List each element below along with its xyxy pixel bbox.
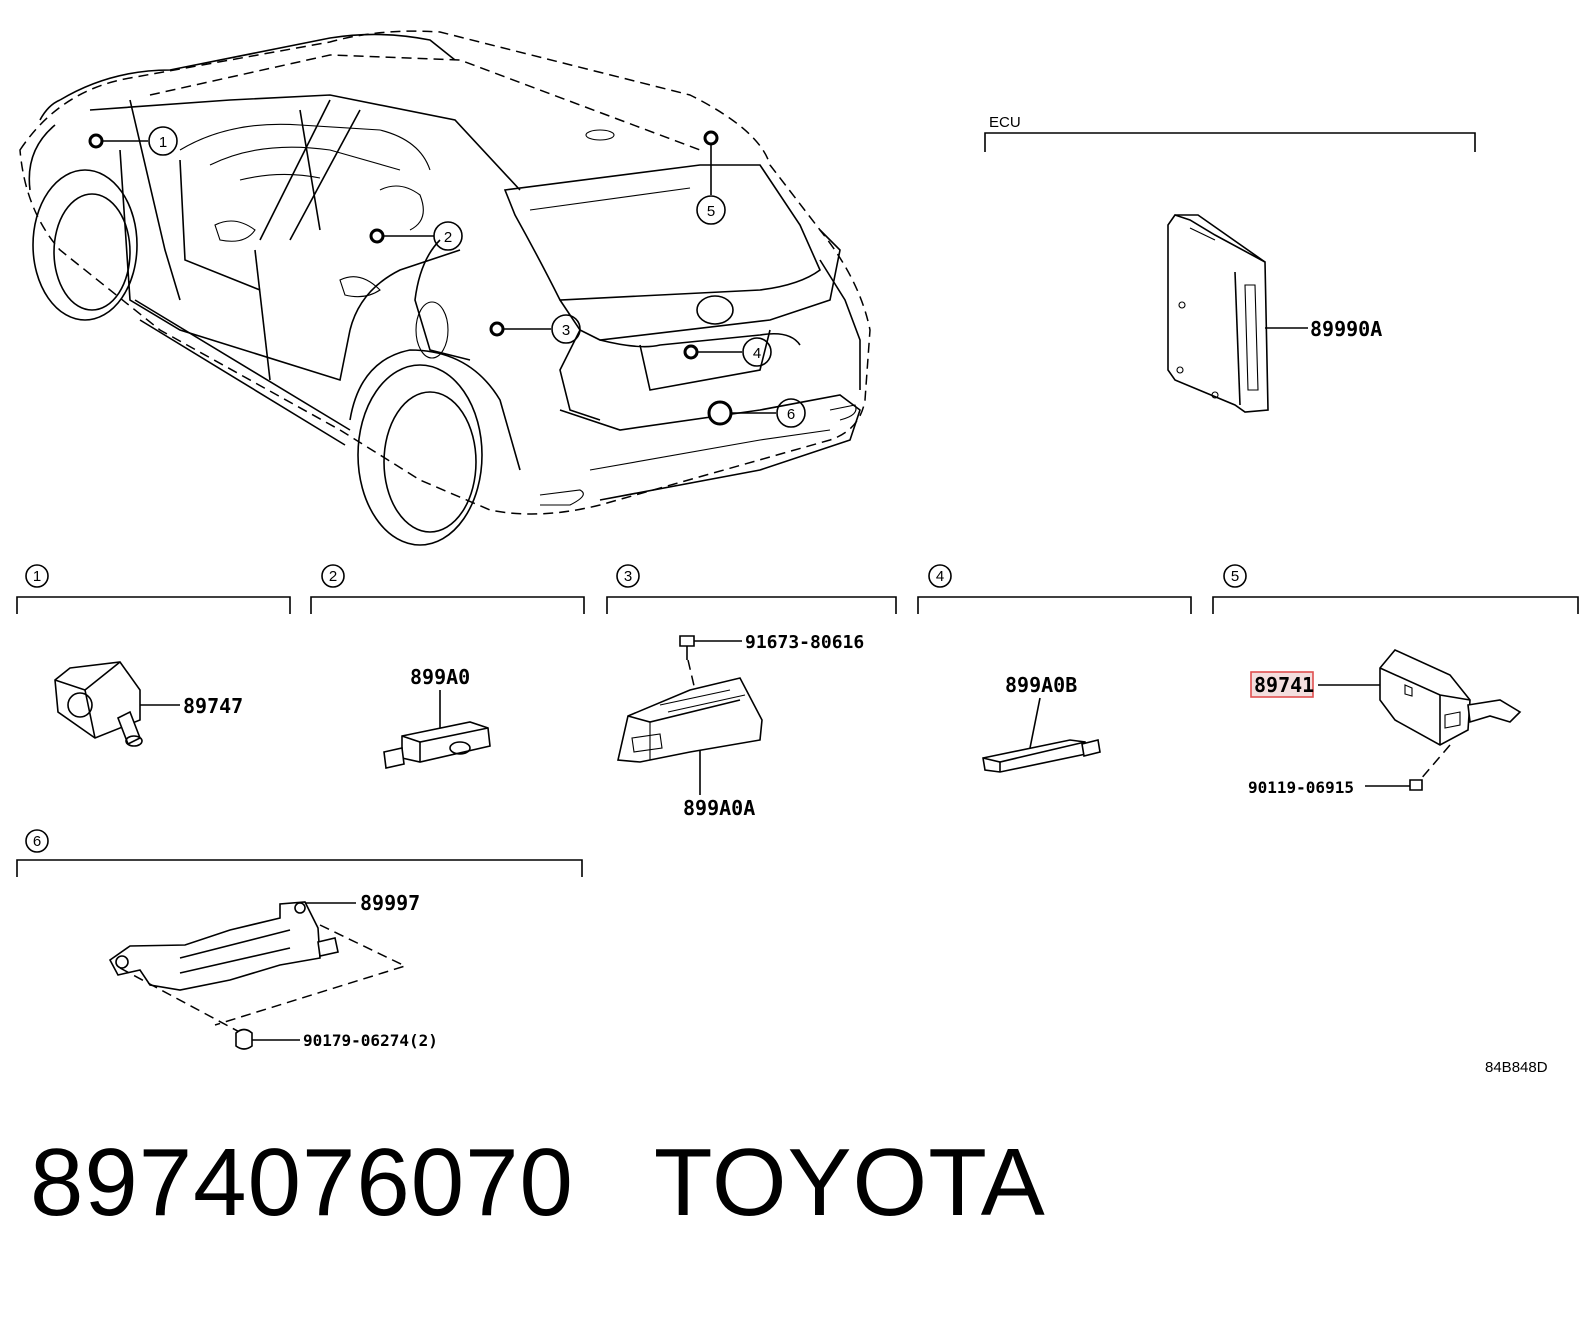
part-number-90179-06274: 90179-06274(2) xyxy=(303,1031,438,1050)
part-number-91673-80616: 91673-80616 xyxy=(745,632,864,653)
part-number-90119-06915: 90119-06915 xyxy=(1248,778,1354,797)
footer-caption: 8974076070 TOYOTA xyxy=(30,1128,1046,1238)
ecu-module xyxy=(1167,214,1269,413)
svg-text:2: 2 xyxy=(329,568,337,585)
part-89747: 89747 xyxy=(54,661,243,747)
section-headers: 1 2 3 4 5 6 xyxy=(16,564,1579,877)
diagram-code: 84B848D xyxy=(1485,1059,1548,1076)
part-number-899A0B: 899A0B xyxy=(1005,673,1077,697)
svg-text:3: 3 xyxy=(624,568,632,585)
svg-text:4: 4 xyxy=(936,568,944,585)
ecu-label: ECU xyxy=(989,114,1021,131)
footer-brand: TOYOTA xyxy=(653,1129,1046,1236)
part-89741: 89741 90119-06915 xyxy=(1248,649,1522,797)
vehicle-illustration xyxy=(19,30,871,546)
part-89997: 89997 90179-06274(2) xyxy=(108,891,438,1050)
part-number-899A0A: 899A0A xyxy=(683,796,755,820)
svg-text:5: 5 xyxy=(1231,568,1239,585)
ecu-part-number: 89990A xyxy=(1310,317,1382,341)
callout-1: 1 xyxy=(159,134,167,151)
part-number-89997: 89997 xyxy=(360,891,420,915)
ecu-group: ECU 89990A xyxy=(984,114,1476,413)
callout-4: 4 xyxy=(753,345,761,362)
highlight-box xyxy=(1250,671,1314,698)
car-callouts: 1 2 3 4 5 6 xyxy=(88,126,806,428)
part-899A0B: 899A0B xyxy=(982,673,1101,773)
callout-3: 3 xyxy=(562,322,570,339)
callout-6: 6 xyxy=(787,406,795,423)
footer-part-number: 8974076070 xyxy=(30,1129,574,1236)
part-899A0A: 91673-80616 899A0A xyxy=(617,632,864,820)
callout-2: 2 xyxy=(444,229,452,246)
callout-5: 5 xyxy=(707,203,715,220)
part-899A0: 899A0 xyxy=(383,665,491,769)
part-number-89741: 89741 xyxy=(1254,673,1314,697)
svg-text:6: 6 xyxy=(33,833,41,850)
svg-text:1: 1 xyxy=(33,568,41,585)
part-number-89747: 89747 xyxy=(183,694,243,718)
part-number-899A0: 899A0 xyxy=(410,665,470,689)
